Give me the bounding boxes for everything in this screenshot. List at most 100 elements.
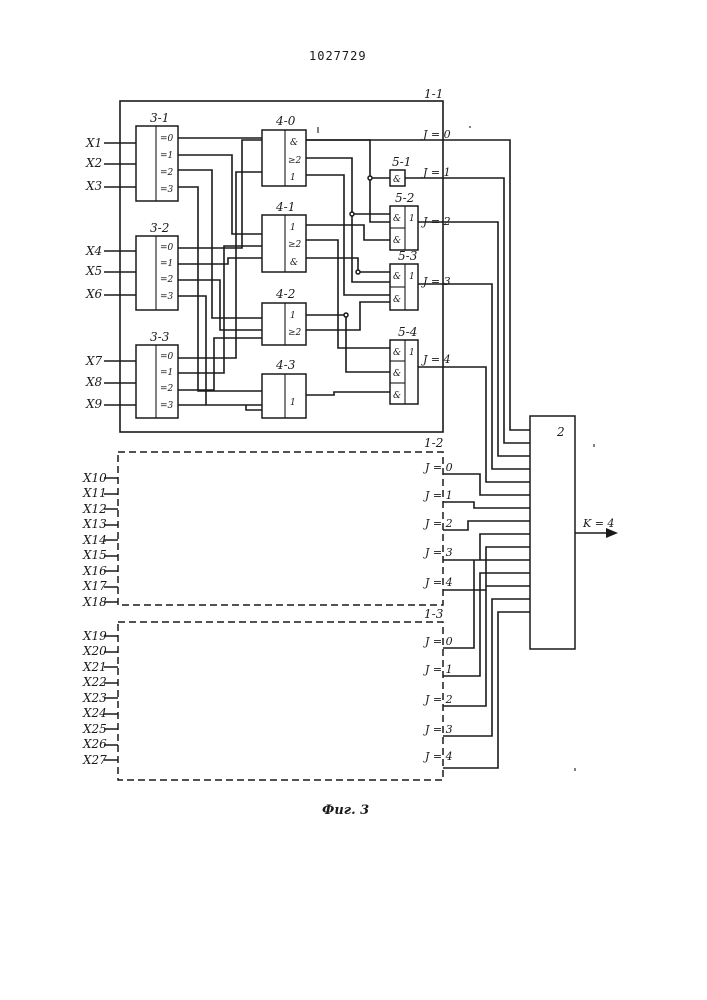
decoder-3-2: 3-2 =0 =1 =2 =3 bbox=[136, 221, 178, 310]
output-label: J = 2 bbox=[423, 517, 453, 530]
input-label: X3 bbox=[85, 179, 103, 193]
junction-dot bbox=[344, 313, 348, 317]
gate-4-3: 4-3 1 bbox=[262, 358, 306, 418]
module-1-2-label: 1-2 bbox=[424, 436, 443, 450]
input-label: X22 bbox=[82, 675, 107, 689]
decoder-3-3: 3-3 =0 =1 =2 =3 bbox=[136, 330, 178, 418]
gate-function-label: 1 bbox=[290, 398, 296, 408]
module-1-3: 1-3 X19 X20 X21 X22 X23 X24 X25 X26 X27 … bbox=[82, 607, 453, 780]
gate-label: 5-2 bbox=[395, 191, 414, 205]
gate-4-1: 4-1 1 ≥2 & bbox=[262, 200, 306, 272]
adder-output-label: K = 4 bbox=[582, 517, 614, 530]
input-label: X27 bbox=[82, 753, 107, 767]
adder-label: 2 bbox=[556, 425, 565, 439]
junction-dot bbox=[350, 212, 354, 216]
decoder-output-label: =2 bbox=[160, 275, 174, 285]
output-label: J = 4 bbox=[421, 353, 451, 366]
gate-function-label: & bbox=[393, 295, 401, 305]
gate-label: 5-4 bbox=[398, 325, 417, 339]
output-label: J = 4 bbox=[423, 750, 453, 763]
input-label: X5 bbox=[85, 264, 102, 278]
decoder-output-label: =0 bbox=[160, 243, 174, 253]
decoder-output-label: =3 bbox=[160, 292, 174, 302]
gate-function-label: ≥2 bbox=[288, 240, 302, 250]
gate-4-0: 4-0 & ≥2 1 bbox=[262, 114, 306, 186]
module-1-3-label: 1-3 bbox=[424, 607, 444, 621]
internal-wiring bbox=[306, 140, 390, 395]
output-label: J = 4 bbox=[423, 576, 453, 589]
gate-5-2: 5-2 & & 1 bbox=[390, 191, 418, 250]
input-label: X8 bbox=[85, 375, 103, 389]
decoder-output-label: =3 bbox=[160, 185, 174, 195]
input-label: X26 bbox=[82, 737, 107, 751]
gate-function-label: & bbox=[393, 391, 401, 401]
gate-label: 4-2 bbox=[275, 287, 295, 301]
gate-function-label: 1 bbox=[409, 214, 415, 224]
gate-function-label: 1 bbox=[409, 348, 415, 358]
bus-wiring bbox=[443, 140, 530, 768]
gate-5-1: 5-1 & bbox=[390, 155, 411, 186]
gate-function-label: & bbox=[393, 214, 401, 224]
input-label: X1 bbox=[85, 136, 102, 150]
input-label: X18 bbox=[82, 595, 107, 609]
input-label: X23 bbox=[82, 691, 107, 705]
adder-box bbox=[530, 416, 575, 649]
input-label: X12 bbox=[82, 502, 107, 516]
module-1-1-label: 1-1 bbox=[424, 87, 443, 101]
output-label: J = 2 bbox=[423, 693, 453, 706]
gate-function-label: & bbox=[393, 348, 401, 358]
gate-function-label: ≥2 bbox=[288, 156, 302, 166]
module-1-3-frame bbox=[118, 622, 443, 780]
input-label: X7 bbox=[85, 354, 103, 368]
decoder-label: 3-2 bbox=[150, 221, 169, 235]
output-label: J = 3 bbox=[423, 723, 453, 736]
gate-function-label: & bbox=[290, 138, 298, 148]
input-label: X25 bbox=[82, 722, 107, 736]
decoder-3-1: 3-1 =0 =1 =2 =3 bbox=[136, 111, 178, 201]
gate-label: 4-1 bbox=[275, 200, 295, 214]
gate-label: 4-0 bbox=[275, 114, 296, 128]
decoder-output-label: =2 bbox=[160, 168, 174, 178]
decoder-output-label: =2 bbox=[160, 384, 174, 394]
gate-function-label: ≥2 bbox=[288, 328, 302, 338]
output-label: J = 1 bbox=[423, 489, 453, 502]
decoder-output-label: =1 bbox=[160, 259, 173, 269]
gate-5-3: 5-3 & & 1 bbox=[390, 249, 418, 310]
gate-function-label: 1 bbox=[409, 272, 415, 282]
input-label: X10 bbox=[82, 471, 107, 485]
output-label: J = 1 bbox=[423, 663, 453, 676]
gate-function-label: 1 bbox=[290, 223, 296, 233]
output-label: J = 0 bbox=[423, 461, 453, 474]
input-label: X20 bbox=[82, 644, 107, 658]
output-label: J = 1 bbox=[421, 166, 451, 179]
input-label: X24 bbox=[82, 706, 107, 720]
document-number: 1027729 bbox=[309, 49, 367, 63]
input-label: X19 bbox=[82, 629, 107, 643]
output-label: J = 0 bbox=[421, 128, 451, 141]
decoder-output-label: =3 bbox=[160, 401, 174, 411]
module-1-2-frame bbox=[118, 452, 443, 605]
input-label: X11 bbox=[82, 486, 107, 500]
input-label: X14 bbox=[82, 533, 107, 547]
input-label: X16 bbox=[82, 564, 107, 578]
junction-dot bbox=[356, 270, 360, 274]
input-label: X21 bbox=[82, 660, 107, 674]
gate-function-label: 1 bbox=[290, 311, 296, 321]
input-label: X2 bbox=[85, 156, 102, 170]
gate-function-label: & bbox=[393, 369, 401, 379]
adder-block: 2 K = 4 bbox=[530, 416, 618, 649]
decoder-output-label: =1 bbox=[160, 151, 173, 161]
gate-function-label: & bbox=[393, 236, 401, 246]
gate-function-label: 1 bbox=[290, 173, 296, 183]
gate-label: 5-1 bbox=[392, 155, 411, 169]
decoder-output-label: =0 bbox=[160, 352, 174, 362]
decoder-output-label: =0 bbox=[160, 134, 174, 144]
gate-5-4: 5-4 & & & 1 bbox=[390, 325, 418, 404]
output-label: J = 0 bbox=[423, 635, 453, 648]
input-label: X13 bbox=[82, 517, 107, 531]
input-label: X9 bbox=[85, 397, 103, 411]
decoder-label: 3-1 bbox=[150, 111, 169, 125]
gate-label: 5-3 bbox=[398, 249, 418, 263]
junction-dot bbox=[368, 176, 372, 180]
